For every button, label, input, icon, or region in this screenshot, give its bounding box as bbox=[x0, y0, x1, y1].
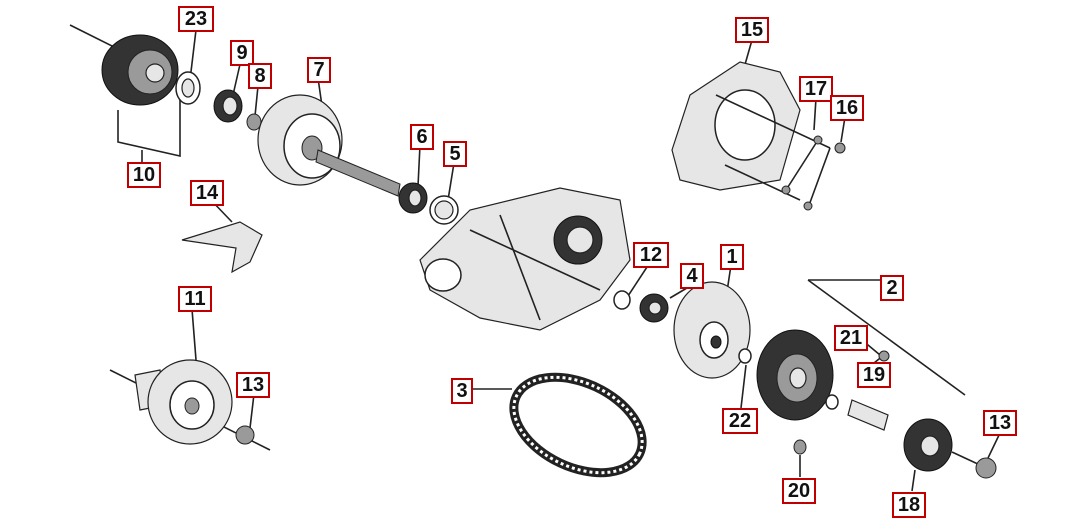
callout-2: 2 bbox=[880, 275, 904, 301]
callout-6: 6 bbox=[410, 124, 434, 150]
callout-3: 3 bbox=[451, 378, 473, 404]
callout-15: 15 bbox=[735, 17, 769, 43]
drive-belt-3 bbox=[509, 372, 647, 478]
callout-20: 20 bbox=[782, 478, 816, 504]
callout-4: 4 bbox=[680, 263, 704, 289]
callout-8: 8 bbox=[248, 63, 272, 89]
callout-1: 1 bbox=[720, 244, 744, 270]
callout-12: 12 bbox=[633, 242, 669, 268]
clutch-assembly bbox=[69, 24, 201, 106]
callout-17: 17 bbox=[799, 76, 833, 102]
callout-19: 19 bbox=[857, 362, 891, 388]
callout-7: 7 bbox=[307, 57, 331, 83]
clutch-pulley-11 bbox=[109, 359, 271, 451]
bearing-6 bbox=[398, 182, 459, 225]
callout-11: 11 bbox=[178, 286, 212, 312]
callout-14: 14 bbox=[190, 180, 224, 206]
variator-group bbox=[738, 329, 997, 479]
callout-18: 18 bbox=[892, 492, 926, 518]
clutch-drum-7 bbox=[257, 94, 401, 197]
callout-5: 5 bbox=[443, 141, 467, 167]
leader-lines bbox=[117, 29, 1001, 492]
crankcase bbox=[419, 187, 631, 331]
cover-15 bbox=[671, 61, 846, 211]
callout-9: 9 bbox=[230, 40, 254, 66]
callout-16: 16 bbox=[830, 95, 864, 121]
lever-14 bbox=[181, 221, 263, 274]
callout-13-left: 13 bbox=[236, 372, 270, 398]
callout-21: 21 bbox=[834, 325, 868, 351]
callout-10: 10 bbox=[127, 162, 161, 188]
callout-13-right: 13 bbox=[983, 410, 1017, 436]
pulley-group bbox=[613, 281, 751, 379]
bearing-9 bbox=[213, 89, 262, 131]
callout-22: 22 bbox=[722, 408, 758, 434]
callout-23: 23 bbox=[178, 6, 214, 32]
